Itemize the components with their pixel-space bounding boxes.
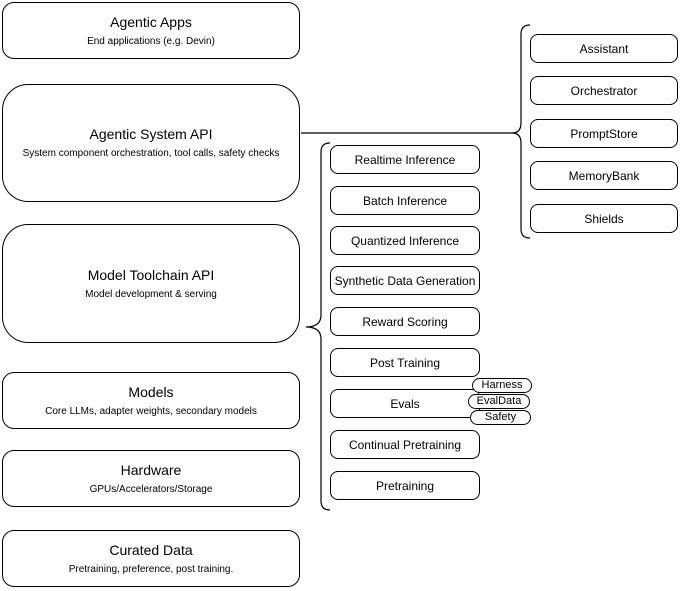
layer-hardware: Hardware GPUs/Accelerators/Storage bbox=[2, 450, 300, 507]
service-batch-inference: Batch Inference bbox=[330, 186, 480, 215]
component-assistant: Assistant bbox=[530, 34, 678, 63]
service-continual-pretraining: Continual Pretraining bbox=[330, 430, 480, 459]
component-promptstore: PromptStore bbox=[530, 119, 678, 148]
layer-subtitle: Core LLMs, adapter weights, secondary mo… bbox=[45, 405, 257, 417]
eval-harness-pill: Harness bbox=[472, 378, 532, 393]
system-components-brace bbox=[511, 24, 531, 239]
service-pretraining: Pretraining bbox=[330, 471, 480, 500]
layer-agentic-system-api: Agentic System API System component orch… bbox=[2, 84, 300, 202]
layer-title: Agentic System API bbox=[89, 126, 213, 142]
eval-evaldata-pill: EvalData bbox=[468, 394, 530, 409]
eval-safety-pill: Safety bbox=[470, 410, 531, 425]
layer-curated-data: Curated Data Pretraining, preference, po… bbox=[2, 530, 300, 587]
layer-subtitle: Pretraining, preference, post training. bbox=[68, 563, 234, 575]
component-shields: Shields bbox=[530, 204, 678, 233]
layer-subtitle: System component orchestration, tool cal… bbox=[22, 148, 280, 159]
layer-title: Models bbox=[128, 383, 174, 400]
component-orchestrator: Orchestrator bbox=[530, 76, 678, 105]
layer-model-toolchain-api: Model Toolchain API Model development & … bbox=[2, 224, 300, 343]
toolchain-brace bbox=[305, 142, 331, 511]
layer-title: Hardware bbox=[120, 461, 182, 478]
service-synthetic-data-generation: Synthetic Data Generation bbox=[330, 266, 480, 295]
layer-models: Models Core LLMs, adapter weights, secon… bbox=[2, 372, 300, 429]
layer-agentic-apps: Agentic Apps End applications (e.g. Devi… bbox=[2, 2, 300, 59]
layer-title: Agentic Apps bbox=[110, 13, 192, 30]
service-post-training: Post Training bbox=[330, 348, 480, 377]
layer-subtitle: End applications (e.g. Devin) bbox=[87, 35, 215, 47]
service-evals: Evals bbox=[330, 389, 480, 418]
service-quantized-inference: Quantized Inference bbox=[330, 226, 480, 255]
layer-subtitle: GPUs/Accelerators/Storage bbox=[89, 483, 213, 495]
component-memorybank: MemoryBank bbox=[530, 161, 678, 190]
layer-subtitle: Model development & serving bbox=[85, 288, 217, 300]
service-realtime-inference: Realtime Inference bbox=[330, 145, 480, 174]
layer-title: Model Toolchain API bbox=[87, 266, 215, 283]
service-reward-scoring: Reward Scoring bbox=[330, 307, 480, 336]
layer-title: Curated Data bbox=[109, 541, 193, 558]
